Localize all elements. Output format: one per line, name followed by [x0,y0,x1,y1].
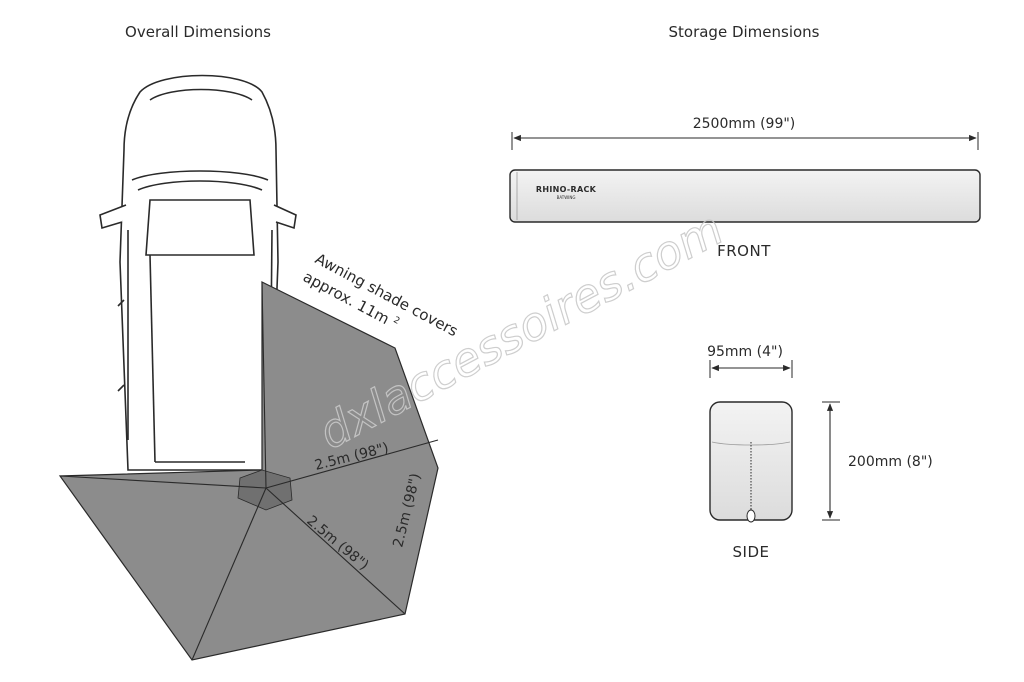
front-length-dimension [511,132,979,150]
side-caption: SIDE [733,543,770,561]
awning-canopy [58,281,439,661]
awning-coverage-superscript: 2 [391,315,401,327]
watermark: dxlaccessoires.com [310,201,732,460]
awning-bag-side [709,401,793,523]
front-caption: FRONT [717,242,771,260]
front-length-label: 2500mm (99") [693,116,796,132]
awning-ribs [59,281,439,661]
zipper-pull-icon [746,509,756,523]
brand-logo-text: RHINO-RACK [536,185,597,194]
side-width-label: 95mm (4") [707,344,783,360]
overall-dimensions-title: Overall Dimensions [125,23,271,41]
awning-shade-area [58,281,439,661]
side-height-dimension [822,401,840,521]
side-width-dimension [709,360,793,378]
car-top-view [99,74,297,471]
brand-logo-subtext: BATWING [557,195,576,200]
awning-bag-front [509,169,981,223]
side-height-label: 200mm (8") [848,454,933,470]
storage-dimensions-title: Storage Dimensions [668,23,819,41]
